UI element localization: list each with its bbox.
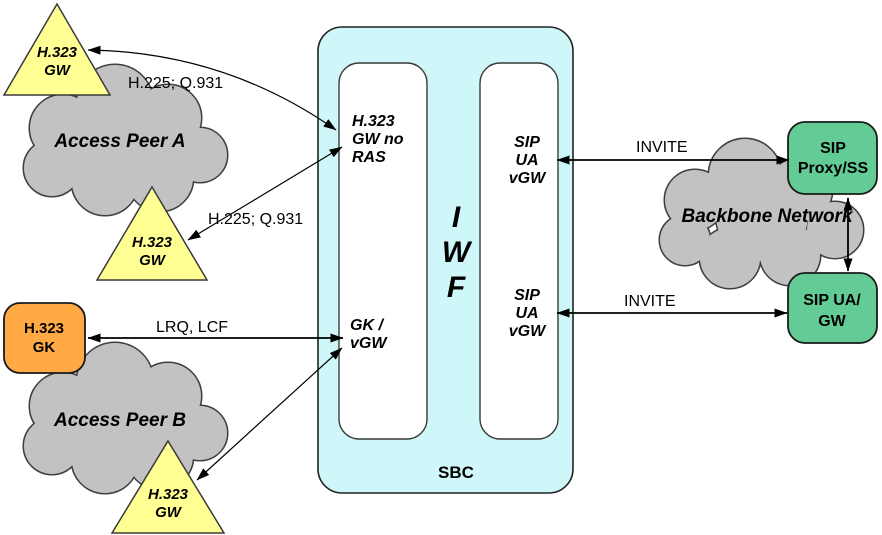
sip-proxy-ss-label-line1: SIP bbox=[820, 140, 846, 157]
sip-ua-vgw-top-label-line1: SIP bbox=[514, 134, 540, 151]
cloud-access-peer-b-label: Access Peer B bbox=[53, 410, 186, 431]
sip-proxy-ss-box bbox=[787, 121, 878, 195]
sbc-label: SBC bbox=[438, 463, 474, 482]
sbc-sip-column bbox=[479, 62, 559, 440]
h323-gw-no-ras-label-line2: GW no bbox=[352, 131, 404, 148]
h323-gw-mid-label-line1: H.323 bbox=[132, 234, 173, 251]
arrow-h225-top bbox=[87, 45, 337, 131]
sip-ua-gw-box bbox=[787, 272, 878, 344]
sip-ua-gw-label-line2: GW bbox=[818, 313, 846, 330]
sip-ua-gw-label-line1: SIP UA/ bbox=[803, 292, 861, 309]
h323-gw-triangle-top bbox=[2, 2, 112, 96]
cloud-backbone-network-label: Backbone Network bbox=[681, 206, 853, 227]
sip-ua-vgw-bottom-label-line2: UA bbox=[515, 305, 538, 322]
iwf-label-line2: W bbox=[442, 236, 473, 269]
cloud-access-peer-a-label: Access Peer A bbox=[53, 131, 185, 152]
sip-proxy-ss-label-line2: Proxy/SS bbox=[798, 160, 869, 177]
sip-ua-vgw-bottom-label-line1: SIP bbox=[514, 287, 540, 304]
invite-bottom-edge-label: INVITE bbox=[624, 293, 676, 310]
h323-gw-no-ras-label-line1: H.323 bbox=[352, 113, 395, 130]
sbc-h323-column bbox=[338, 62, 428, 440]
h225-top-edge-label: H.225; Q.931 bbox=[128, 75, 223, 92]
gk-vgw-label-line2: vGW bbox=[350, 335, 388, 352]
sip-ua-vgw-bottom-label-line3: vGW bbox=[509, 323, 547, 340]
h323-gw-mid-label-line2: GW bbox=[139, 252, 167, 269]
iwf-label-line1: I bbox=[452, 201, 461, 234]
h323-gk-box bbox=[3, 302, 86, 374]
h323-gw-bottom-label-line2: GW bbox=[155, 504, 183, 521]
h323-gw-bottom-label-line1: H.323 bbox=[148, 486, 189, 503]
sip-ua-vgw-top-label-line2: UA bbox=[515, 152, 538, 169]
lrq-lcf-edge-label: LRQ, LCF bbox=[156, 319, 228, 336]
iwf-label-line3: F bbox=[447, 271, 466, 304]
h323-gw-triangle-bottom bbox=[110, 439, 226, 534]
arrow-gk-vgw-to-gw bbox=[196, 347, 343, 481]
h323-gw-top-label-line2: GW bbox=[44, 62, 72, 79]
h323-gw-top-label-line1: H.323 bbox=[37, 44, 78, 61]
h323-gk-label-line1: H.323 bbox=[24, 320, 64, 337]
gk-vgw-label-line1: GK / bbox=[350, 317, 384, 334]
h323-gk-label-line2: GK bbox=[33, 339, 56, 356]
invite-top-edge-label: INVITE bbox=[636, 139, 688, 156]
h323-gw-triangle-mid bbox=[95, 185, 209, 281]
arrow-h225-mid bbox=[187, 146, 343, 241]
h225-mid-edge-label: H.225; Q.931 bbox=[208, 211, 303, 228]
cloud-access-peer-b bbox=[22, 341, 229, 495]
h323-gw-no-ras-label-line3: RAS bbox=[352, 149, 386, 166]
sip-ua-vgw-top-label-line3: vGW bbox=[509, 170, 547, 187]
